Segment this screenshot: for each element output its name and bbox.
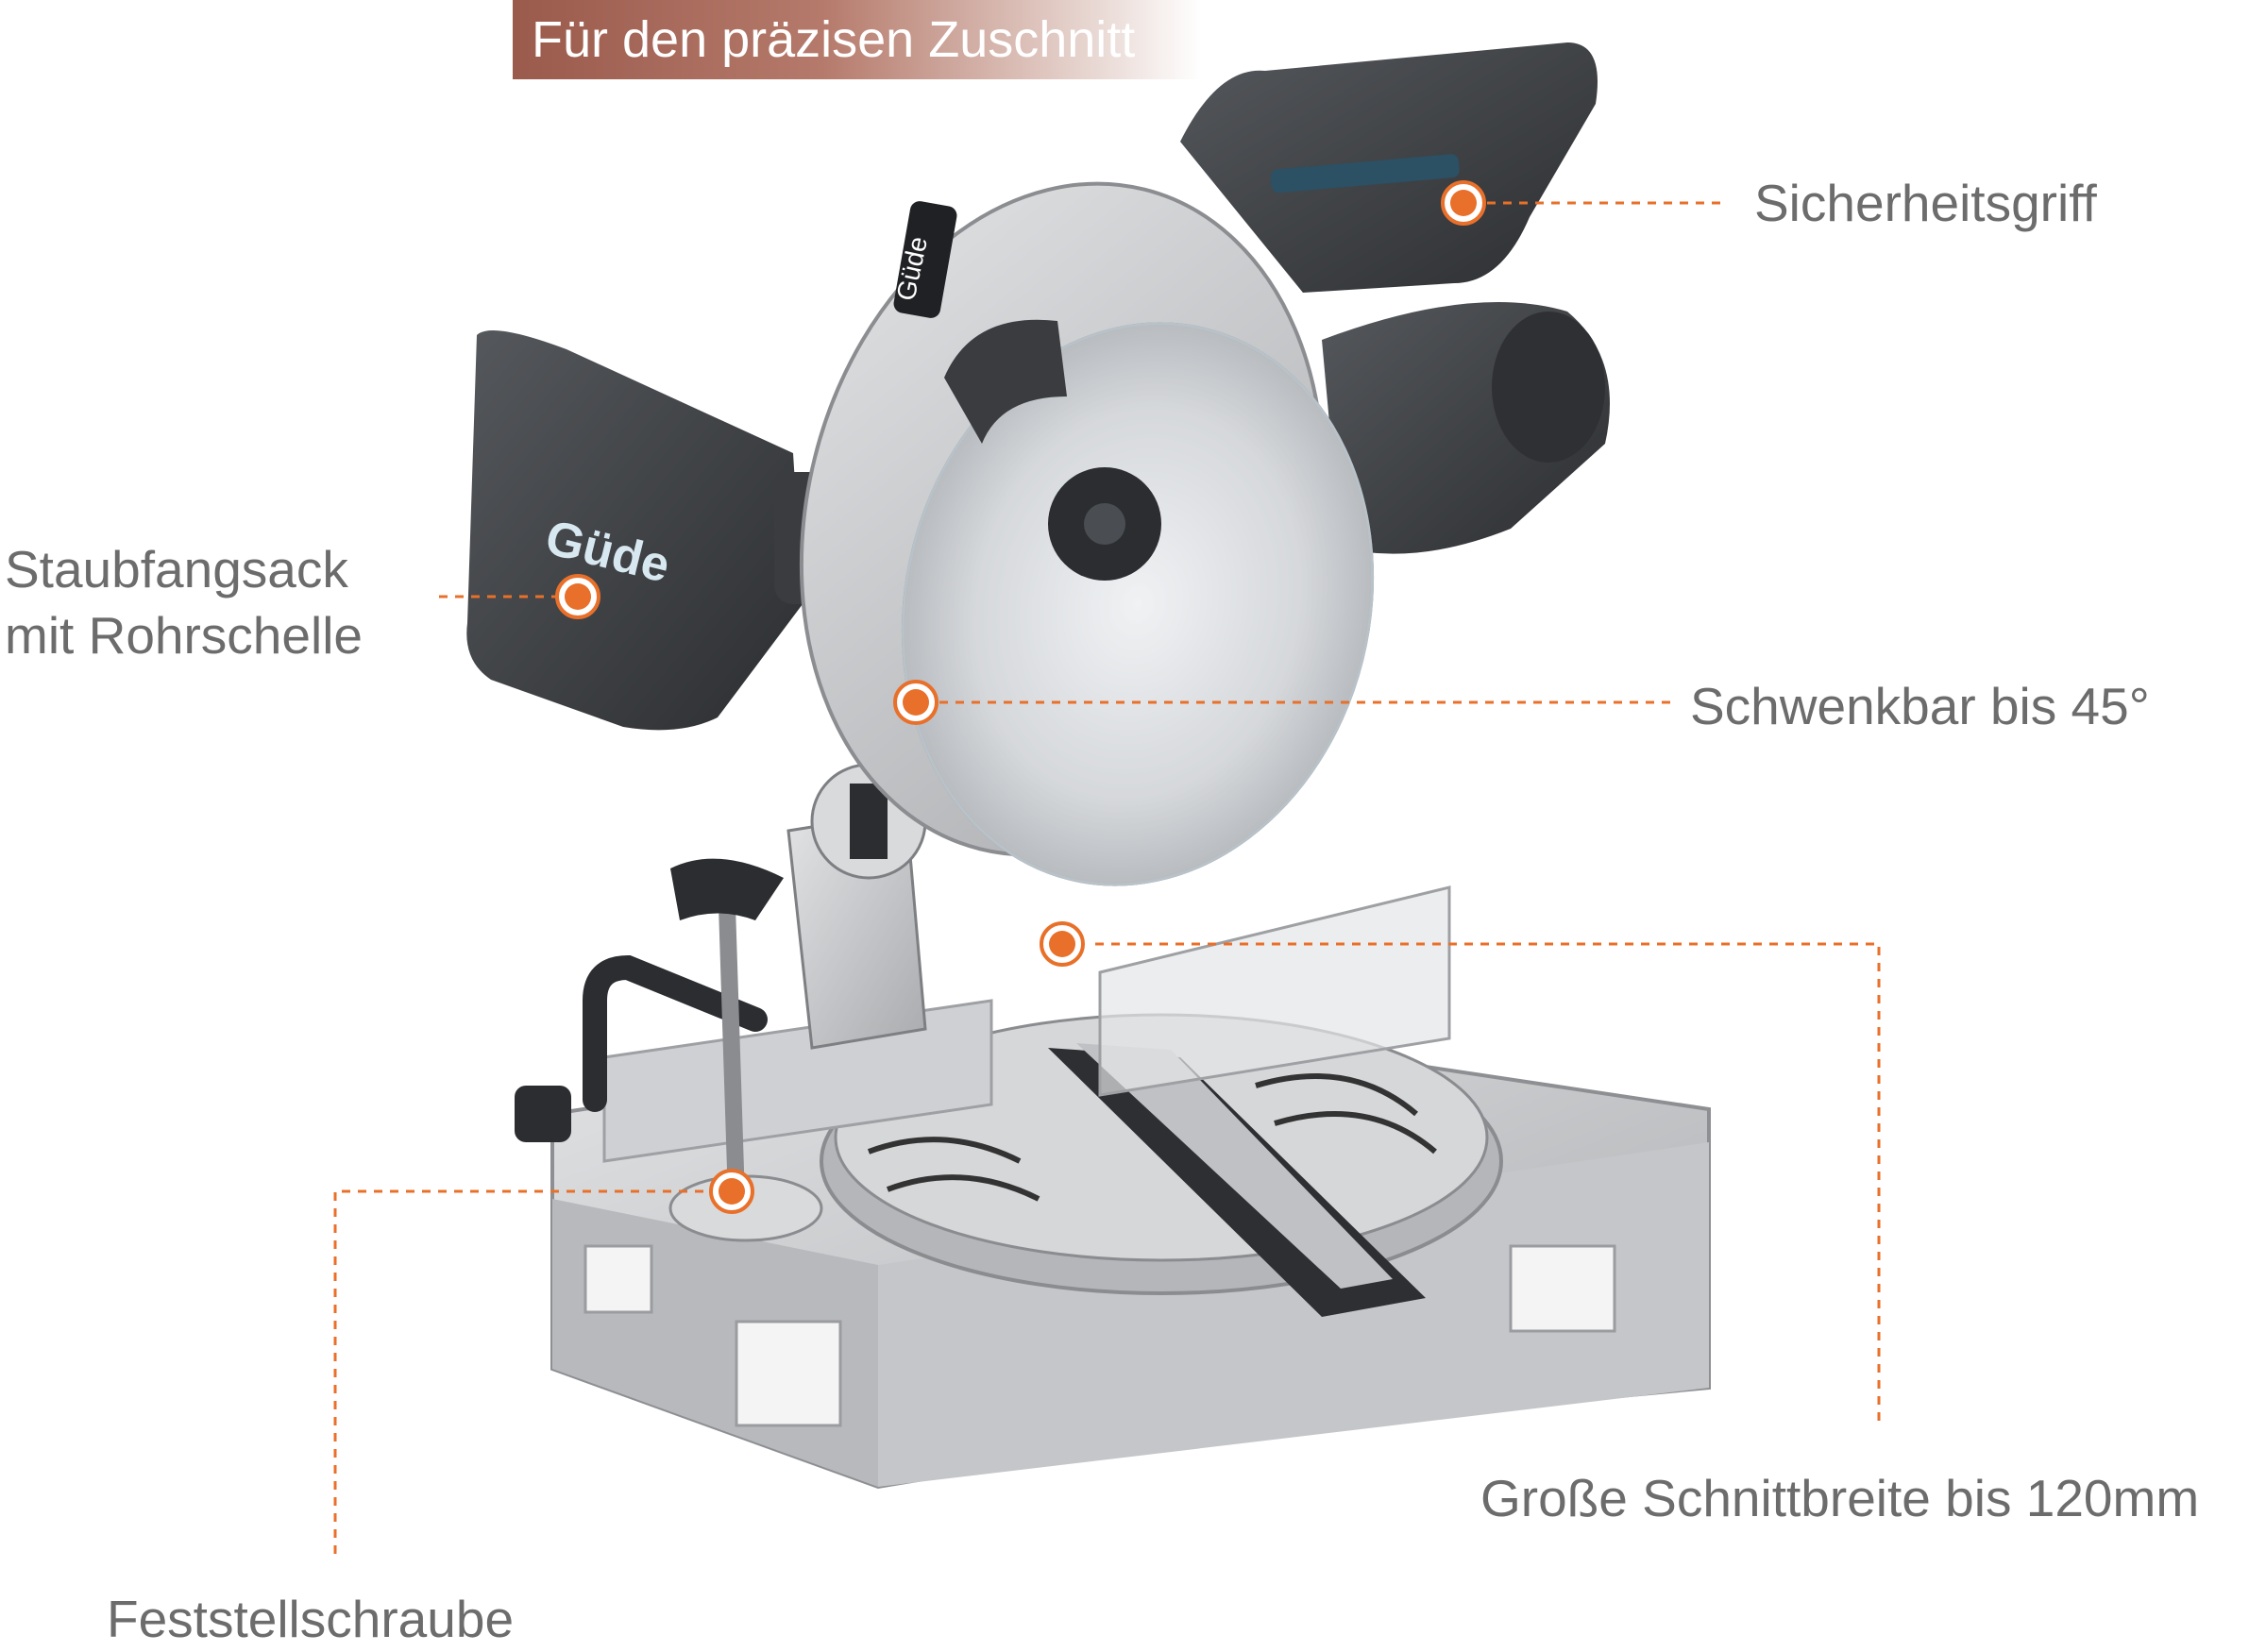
label-sicherheitsgriff: Sicherheitsgriff (1754, 174, 2097, 232)
label-staubfangsack-line1: Staubfangsack (5, 540, 348, 598)
label-schwenkbar: Schwenkbar bis 45° (1690, 677, 2150, 735)
motor-housing (1322, 302, 1610, 554)
label-schnittbreite: Große Schnittbreite bis 120mm (1480, 1469, 2200, 1527)
callout-lines (333, 201, 1881, 1558)
dust-bag: Güde (466, 330, 840, 731)
label-feststellschraube: Feststellschraube (107, 1590, 515, 1648)
callout-markers (555, 180, 1486, 1214)
headline-banner: Für den präzisen Zuschnitt (513, 0, 1202, 79)
label-staubfangsack-line2: mit Rohrschelle (5, 606, 364, 665)
fence-plate (602, 885, 1451, 1163)
safety-handle (1180, 42, 1598, 293)
label-staubfangsack: Staubfangsack mit Rohrschelle (5, 536, 363, 668)
